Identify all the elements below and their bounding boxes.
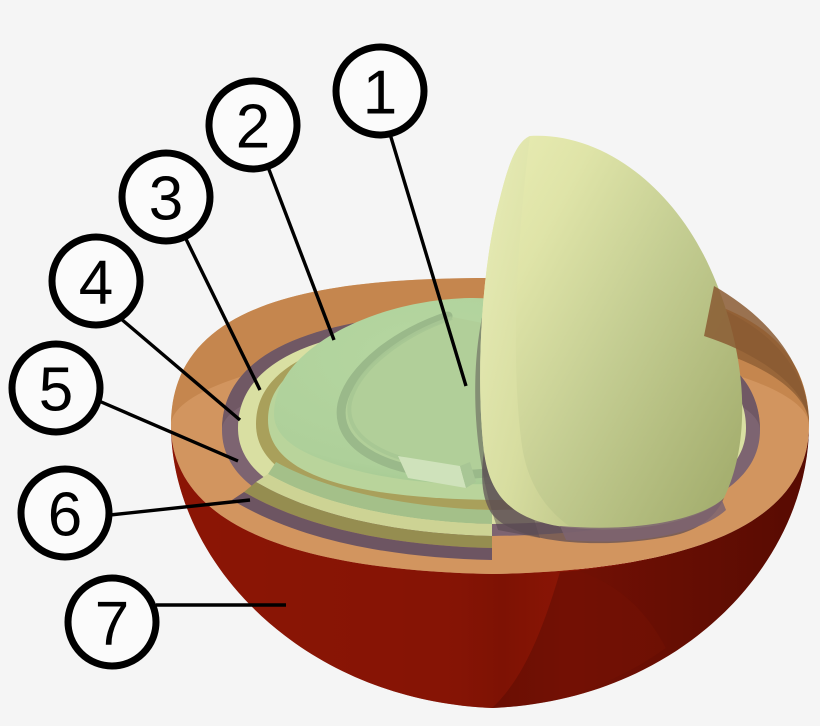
callout-7[interactable]: 7 [64,574,160,670]
fruit-body [171,135,809,708]
callout-1[interactable]: 1 [332,43,428,139]
leader-line-6 [109,498,251,517]
callout-1-circle[interactable] [332,43,428,139]
callout-2[interactable]: 2 [205,77,301,173]
callout-4[interactable]: 4 [48,233,144,329]
leader-lines [98,133,468,607]
lifted-cotyledon-dome [475,135,743,544]
callout-1-label: 1 [363,59,397,128]
leader-line-2 [266,166,336,341]
callout-3-circle[interactable] [118,149,214,245]
leader-line-1 [388,133,468,387]
layer-cut-edges [232,462,492,560]
callout-6-circle[interactable] [17,465,113,561]
callout-6-label: 6 [48,481,82,550]
callout-4-label: 4 [79,249,113,318]
callout-3-label: 3 [149,165,183,234]
callout-3[interactable]: 3 [118,149,214,245]
callout-badges: 1 2 3 4 5 6 [8,43,428,670]
callout-2-circle[interactable] [205,77,301,173]
callout-7-label: 7 [95,590,129,659]
leader-line-5 [98,399,239,463]
leader-line-4 [118,316,242,422]
callout-5[interactable]: 5 [8,340,104,436]
callout-5-circle[interactable] [8,340,104,436]
callout-5-label: 5 [39,356,73,425]
leader-line-3 [183,236,262,391]
callout-4-circle[interactable] [48,233,144,329]
callout-7-circle[interactable] [64,574,160,670]
bowl-right-wrap [704,286,809,425]
callout-2-label: 2 [236,93,270,162]
callout-6[interactable]: 6 [17,465,113,561]
